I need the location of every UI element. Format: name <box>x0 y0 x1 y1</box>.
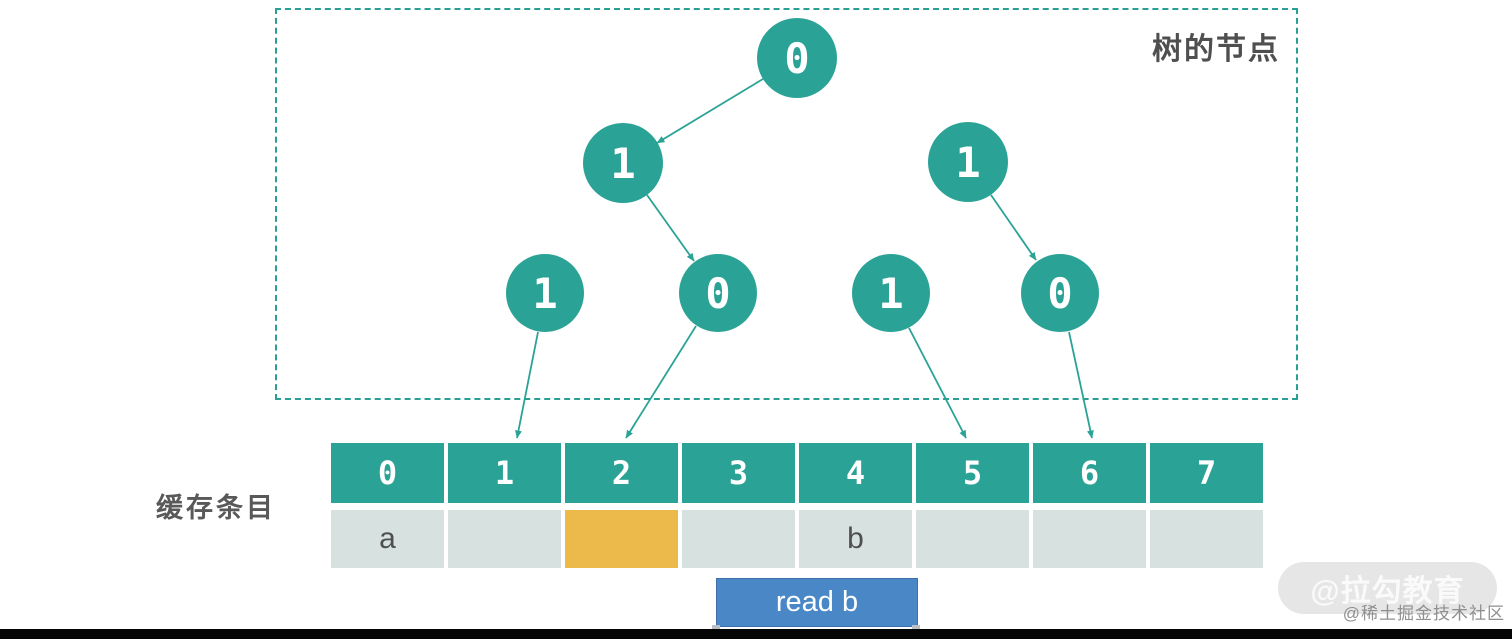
cache-index-cell: 2 <box>565 443 678 503</box>
cache-index-row: 0 1 2 3 4 5 6 7 <box>331 443 1263 503</box>
watermark-juejin: @稀土掘金技术社区 <box>1342 604 1505 623</box>
svg-text:1: 1 <box>955 138 980 187</box>
cache-index-cell: 7 <box>1150 443 1263 503</box>
tree-box-label: 树的节点 <box>1152 33 1280 66</box>
cache-entry-row: a b <box>331 510 1263 568</box>
cache-entry-cell: a <box>331 510 444 568</box>
tree-nodes-box: 树的节点 <box>275 8 1298 400</box>
cache-table: 0 1 2 3 4 5 6 7 a b <box>331 443 1263 568</box>
edge-leaf1-to-cell1 <box>515 331 539 439</box>
cache-entry-cell <box>565 510 678 568</box>
cache-entries-label: 缓存条目 <box>156 493 276 523</box>
tree-node-leaf-1: 1 <box>506 254 584 332</box>
selection-handle-right <box>912 625 920 630</box>
edge-leaf2-to-cell2 <box>625 325 697 439</box>
watermark-lagou-text: @拉勾教育 <box>1310 575 1465 608</box>
svg-text:0: 0 <box>1047 269 1072 318</box>
tree-node-leaf-4: 0 <box>1021 254 1099 332</box>
selection-handle-left <box>712 625 720 630</box>
tree-nodes: 0 1 1 1 0 1 0 <box>506 18 1099 332</box>
cache-index-cell: 5 <box>916 443 1029 503</box>
svg-text:1: 1 <box>878 269 903 318</box>
cache-index-cell: 0 <box>331 443 444 503</box>
watermark-lagou: @拉勾教育 <box>1278 562 1497 614</box>
read-b-button[interactable]: read b <box>716 578 918 627</box>
svg-text:1: 1 <box>610 139 635 188</box>
edge-root-to-left <box>656 78 764 144</box>
tree-edges <box>515 78 1094 439</box>
tree-node-leaf-3: 1 <box>852 254 930 332</box>
tree-node-level2-left: 1 <box>583 123 663 203</box>
edge-leaf4-to-cell6 <box>1068 331 1094 439</box>
cache-entry-cell <box>682 510 795 568</box>
svg-text:1: 1 <box>532 269 557 318</box>
tree-node-level2-right: 1 <box>928 122 1008 202</box>
tree-node-root: 0 <box>757 18 837 98</box>
cache-entry-cell <box>448 510 561 568</box>
cache-index-cell: 4 <box>799 443 912 503</box>
cache-entry-cell <box>1033 510 1146 568</box>
edge-left-to-leaf2 <box>646 194 695 262</box>
svg-text:0: 0 <box>705 269 730 318</box>
edge-leaf3-to-cell5 <box>908 327 967 439</box>
edge-right-to-leaf4 <box>990 194 1037 261</box>
cache-entry-cell: b <box>799 510 912 568</box>
cache-index-cell: 3 <box>682 443 795 503</box>
cache-index-cell: 6 <box>1033 443 1146 503</box>
bottom-black-bar <box>0 629 1512 639</box>
cache-entry-cell <box>1150 510 1263 568</box>
cache-entry-cell <box>916 510 1029 568</box>
tree-node-leaf-2: 0 <box>679 254 757 332</box>
svg-text:0: 0 <box>784 34 809 83</box>
cache-index-cell: 1 <box>448 443 561 503</box>
